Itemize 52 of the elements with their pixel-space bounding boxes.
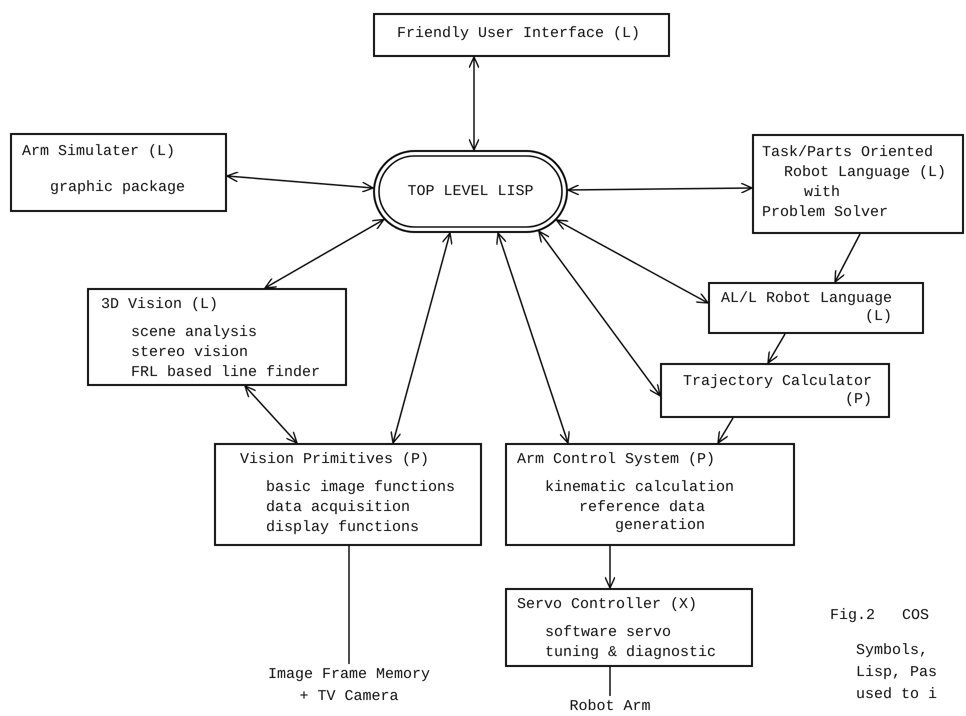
box-text: kinematic calculation bbox=[545, 479, 734, 497]
box-title: 3D Vision (L) bbox=[101, 296, 218, 314]
box-text: scene analysis bbox=[131, 324, 258, 342]
arrow bbox=[567, 182, 753, 196]
process-box bbox=[660, 363, 890, 418]
arrow bbox=[468, 56, 480, 151]
box-text: data acquisition bbox=[266, 499, 410, 517]
box-text: FRL based line finder bbox=[131, 364, 320, 382]
box-title: Arm Simulater (L) bbox=[22, 143, 176, 161]
endpoint-label: Robot Arm bbox=[560, 696, 660, 716]
box-title: Task/Parts Oriented bbox=[762, 144, 934, 162]
box-text: software servo bbox=[545, 624, 672, 642]
process-box bbox=[505, 443, 795, 546]
process-box bbox=[10, 133, 227, 212]
connector-line bbox=[348, 546, 350, 664]
process-box bbox=[752, 134, 964, 234]
box-title: Friendly User Interface (L) bbox=[397, 25, 640, 43]
arrow bbox=[390, 232, 453, 444]
box-text: Problem Solver bbox=[762, 204, 888, 222]
figure-caption: Fig.2 COS bbox=[830, 607, 930, 624]
box-title: Vision Primitives (P) bbox=[240, 451, 430, 469]
box-text: Robot Language (L) bbox=[784, 164, 946, 182]
box-title: AL/L Robot Language (L) bbox=[720, 290, 892, 326]
arrow bbox=[226, 171, 374, 193]
box-text: graphic package bbox=[50, 179, 186, 197]
box-text: display functions bbox=[266, 519, 420, 537]
process-box bbox=[87, 288, 347, 386]
box-title: Arm Control System (P) bbox=[517, 451, 716, 469]
box-text: reference data generation bbox=[578, 499, 705, 535]
arrow bbox=[556, 219, 709, 304]
box-title: Servo Controller (X) bbox=[517, 596, 698, 614]
process-box bbox=[708, 282, 924, 334]
box-text: basic image functions bbox=[266, 479, 456, 497]
arrow bbox=[496, 232, 570, 444]
arrow bbox=[717, 418, 734, 444]
process-box bbox=[214, 443, 482, 546]
connector-line bbox=[609, 667, 611, 696]
arrow bbox=[264, 218, 385, 289]
arrow bbox=[834, 234, 861, 283]
box-text: tuning & diagnostic bbox=[545, 644, 716, 662]
arrow bbox=[604, 546, 616, 589]
arrow bbox=[767, 334, 786, 364]
box-title: Trajectory Calculator (P) bbox=[682, 373, 872, 409]
node-title: TOP LEVEL LISP bbox=[407, 182, 534, 200]
caption-text: Symbols, Lisp, Pas used to i bbox=[856, 641, 938, 705]
endpoint-label: Image Frame Memory + TV Camera bbox=[264, 664, 434, 712]
box-text: with bbox=[804, 184, 840, 202]
arrow bbox=[244, 385, 298, 444]
process-box bbox=[373, 13, 670, 57]
process-box bbox=[505, 588, 753, 667]
box-text: stereo vision bbox=[131, 344, 248, 362]
arrow bbox=[538, 230, 661, 396]
